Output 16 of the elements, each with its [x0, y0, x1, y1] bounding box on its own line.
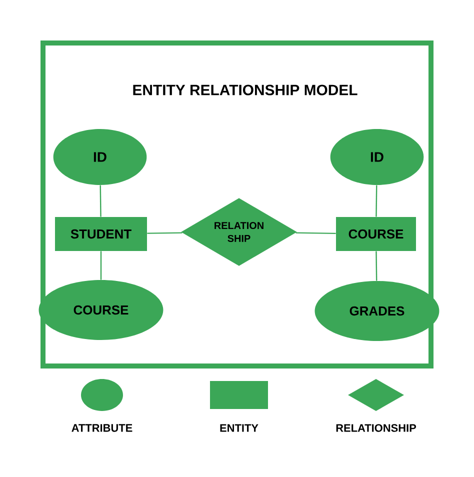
legend-label: ENTITY: [220, 424, 258, 432]
connector-line: [147, 232, 182, 234]
title: ENTITY RELATIONSHIP MODEL: [133, 84, 358, 96]
connector-line: [376, 251, 378, 281]
ellipse-node: GRADES: [314, 281, 440, 341]
entity-box: STUDENT: [55, 217, 147, 251]
connector-line: [100, 251, 102, 280]
ellipse-node: COURSE: [38, 280, 164, 340]
entity-box: COURSE: [336, 217, 416, 251]
connector-line: [376, 185, 378, 217]
connector-line: [296, 232, 336, 234]
connector-line: [100, 185, 102, 217]
legend-label: ATTRIBUTE: [72, 424, 132, 432]
ellipse-node: ID: [330, 129, 424, 185]
ellipse-node: ID: [53, 129, 147, 185]
legend-label: RELATIONSHIP: [336, 424, 416, 432]
